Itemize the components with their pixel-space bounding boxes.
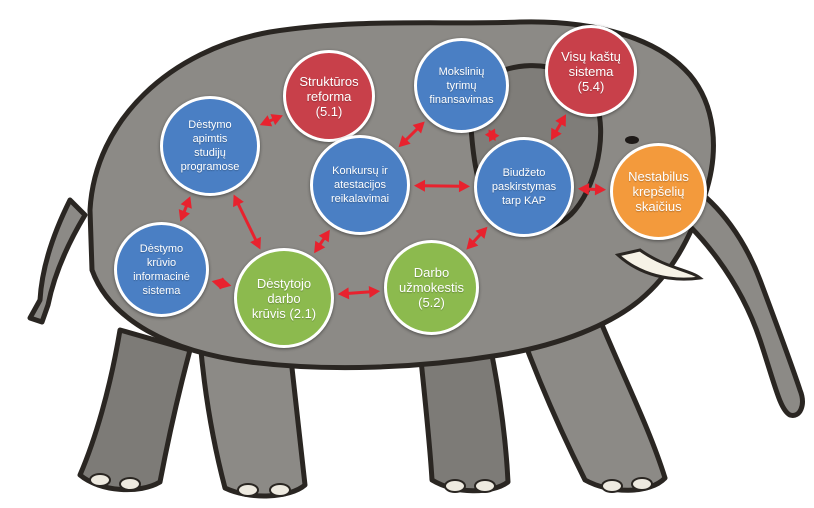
node-mokslo-finansavimas: Mokslinių tyrimų finansavimas: [414, 38, 509, 133]
node-visu-kastu-sistema-label: Visų kaštų sistema (5.4): [561, 48, 621, 94]
node-darbo-uzmokestis: Darbo užmokestis (5.2): [384, 240, 479, 335]
elephant-trunk: [657, 182, 805, 418]
node-biudzeto-paskirstymas: Biudžeto paskirstymas tarp KAP: [474, 137, 574, 237]
node-destymo-kruvio-sistema-label: Dėstymo krūvio informacinė sistema: [133, 242, 190, 297]
arrow-destymo_apimtis-strukturos: [259, 114, 283, 127]
elephant-eye: [625, 136, 639, 144]
arrow-destymo_kruvio-destytojo: [211, 277, 232, 290]
arrow-konkursu-biudzeto: [413, 179, 471, 193]
arrow-mokslo-biudzeto: [484, 128, 500, 142]
node-destytojo-darbo-kruvis: Dėstytojo darbo krūvis (2.1): [234, 248, 334, 348]
elephant-back-leg-right: [197, 337, 308, 499]
node-visu-kastu-sistema: Visų kaštų sistema (5.4): [545, 25, 637, 117]
node-darbo-uzmokestis-label: Darbo užmokestis (5.2): [398, 265, 465, 310]
arrow-konkursu-mokslo: [398, 121, 425, 148]
arrow-destymo_apimtis-destytojo: [233, 194, 261, 250]
arrow-biudzeto-nestabilus: [577, 183, 607, 196]
elephant-tail: [27, 197, 88, 325]
node-konkursu-reikalavimai-label: Konkursų ir atestacijos reikalavimai: [330, 165, 390, 205]
node-nestabilus-krepseliu: Nestabilus krepšelių skaičius: [610, 143, 707, 240]
arrow-destytojo-darbo: [337, 285, 381, 300]
arrow-destymo_apimtis-destymo_kruvio: [178, 196, 192, 222]
node-strukturos-reforma-label: Struktūros reforma (5.1): [299, 73, 359, 119]
node-destytojo-darbo-kruvis-label: Dėstytojo darbo krūvis (2.1): [251, 275, 317, 321]
node-destymo-apimtis-label: Dėstymo apimtis studijų programose: [180, 119, 240, 173]
node-destymo-kruvio-sistema: Dėstymo krūvio informacinė sistema: [114, 222, 209, 317]
node-strukturos-reforma: Struktūros reforma (5.1): [283, 50, 375, 142]
elephant-tusk: [614, 248, 704, 281]
arrow-konkursu-destytojo: [314, 229, 330, 254]
node-konkursu-reikalavimai: Konkursų ir atestacijos reikalavimai: [310, 135, 410, 235]
node-mokslo-finansavimas-label: Mokslinių tyrimų finansavimas: [429, 65, 494, 106]
elephant-back-leg-left: [77, 327, 193, 493]
node-biudzeto-paskirstymas-label: Biudžeto paskirstymas tarp KAP: [491, 167, 557, 207]
node-destymo-apimtis: Dėstymo apimtis studijų programose: [160, 96, 260, 196]
arrow-darbo-biudzeto: [466, 226, 488, 250]
arrow-biudzeto-visu: [551, 114, 566, 141]
node-nestabilus-krepseliu-label: Nestabilus krepšelių skaičius: [628, 169, 689, 214]
